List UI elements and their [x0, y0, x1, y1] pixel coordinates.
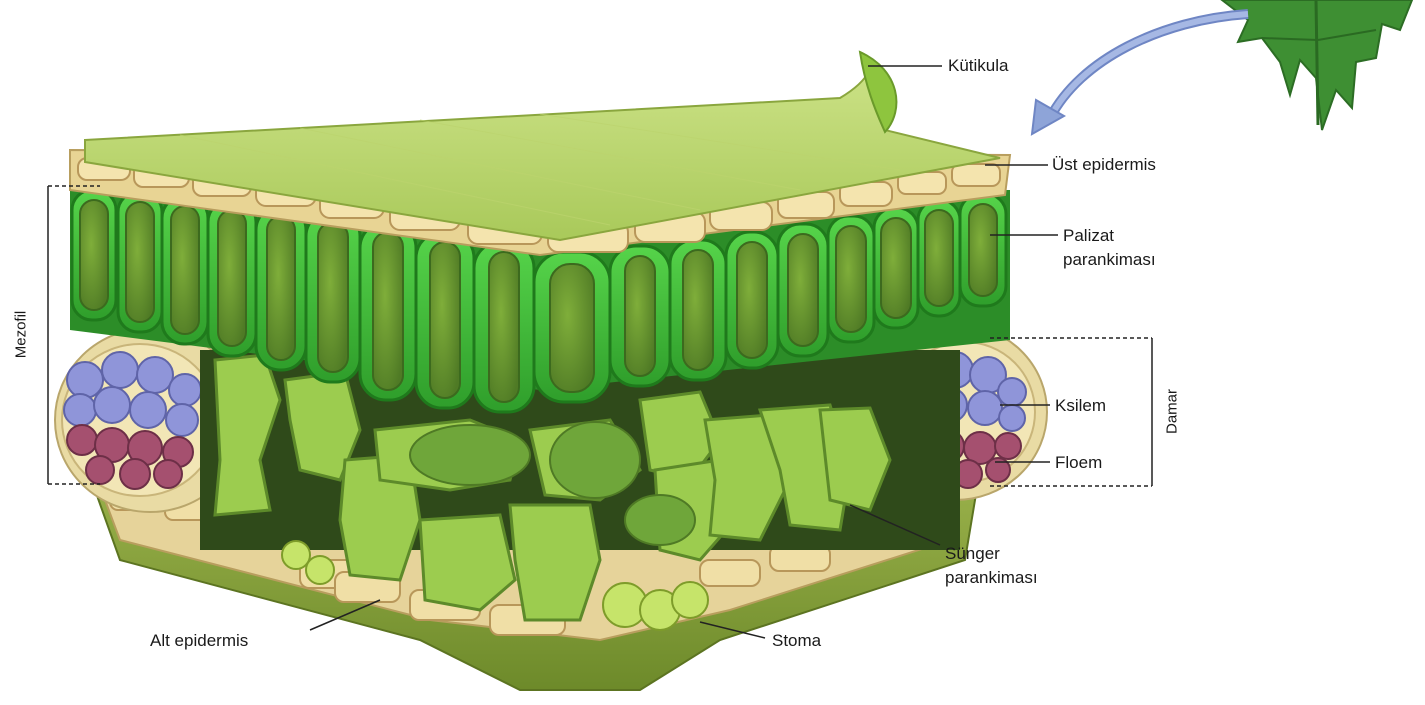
label-alt-epidermis: Alt epidermis: [150, 630, 248, 652]
label-ust-epidermis: Üst epidermis: [1052, 154, 1156, 176]
label-kutikula: Kütikula: [948, 55, 1008, 77]
label-damar: Damar: [1164, 386, 1181, 438]
label-palizat-parankimasi: Palizat parankiması: [1063, 224, 1183, 272]
label-sunger-parankimasi: Sünger parankiması: [945, 542, 1065, 590]
zoom-arrow-icon: [1032, 14, 1248, 134]
label-stoma: Stoma: [772, 630, 821, 652]
label-floem: Floem: [1055, 452, 1102, 474]
label-ksilem: Ksilem: [1055, 395, 1106, 417]
label-mezofil: Mezofil: [13, 307, 30, 363]
maple-leaf-icon: [1222, 0, 1412, 130]
